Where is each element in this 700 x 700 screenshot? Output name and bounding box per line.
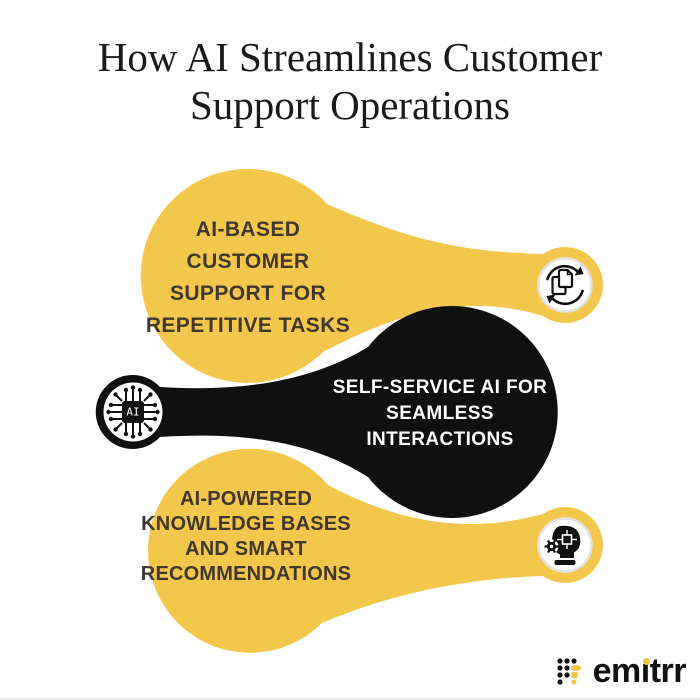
balloon-top-label: AI-BASED CUSTOMER SUPPORT FOR REPETITIVE… bbox=[118, 214, 378, 342]
balloon-middle-line: INTERACTIONS bbox=[366, 429, 514, 450]
balloon-top-line: REPETITIVE TASKS bbox=[145, 314, 351, 337]
balloon-top-line: SUPPORT FOR bbox=[169, 282, 327, 305]
balloon-middle-line: SEAMLESS bbox=[386, 403, 494, 424]
brand-wordmark-pre: em bbox=[592, 652, 642, 690]
ai-chip-label: AI bbox=[126, 406, 139, 419]
balloon-bottom-line: AI-POWERED bbox=[180, 488, 312, 510]
balloon-bottom-shape bbox=[148, 448, 603, 653]
brand-wordmark-post: trr bbox=[649, 652, 687, 690]
balloon-top-shape bbox=[140, 168, 603, 383]
balloon-bottom-label: AI-POWERED KNOWLEDGE BASES AND SMART REC… bbox=[114, 487, 378, 587]
balloon-top-line: CUSTOMER bbox=[186, 250, 310, 273]
page-title: How AI Streamlines Customer Support Oper… bbox=[0, 33, 700, 129]
brand-wordmark: emıtrr bbox=[592, 652, 687, 690]
robot-head-icon bbox=[544, 525, 581, 565]
brand-logo: emıtrr bbox=[557, 652, 687, 690]
balloon-bottom-line: KNOWLEDGE BASES bbox=[141, 513, 351, 535]
balloon-top-line: AI-BASED bbox=[195, 218, 301, 241]
balloon-middle-line: SELF-SERVICE AI FOR bbox=[332, 377, 548, 398]
balloon-middle-shape bbox=[95, 305, 558, 518]
brand-wordmark-i: ı bbox=[640, 652, 650, 690]
title-line-2: Support Operations bbox=[190, 82, 510, 128]
brand-logo-mark-icon bbox=[557, 657, 581, 685]
balloon-bottom-line: AND SMART bbox=[185, 538, 307, 560]
title-line-1: How AI Streamlines Customer bbox=[97, 34, 603, 80]
balloon-middle-label: SELF-SERVICE AI FOR SEAMLESS INTERACTION… bbox=[310, 375, 570, 453]
ai-chip-icon: AI bbox=[106, 385, 160, 439]
document-sync-icon bbox=[546, 264, 584, 306]
balloon-bottom-line: RECOMMENDATIONS bbox=[140, 563, 352, 585]
bottom-border bbox=[0, 698, 700, 700]
